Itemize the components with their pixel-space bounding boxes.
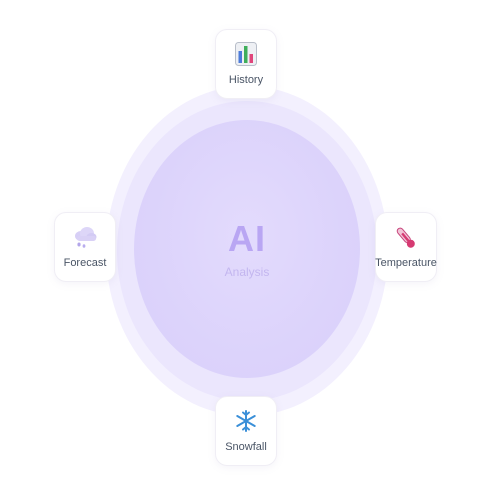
snowfall-label: Snowfall xyxy=(225,441,267,453)
history-label: History xyxy=(228,74,264,86)
forecast-label: Forecast xyxy=(63,257,107,269)
forecast-card[interactable]: Forecast xyxy=(54,212,116,282)
snowflake-icon xyxy=(216,409,276,435)
cloud-rain-icon xyxy=(55,225,115,251)
snowfall-card[interactable]: Snowfall xyxy=(215,396,277,466)
temperature-label: Temperature xyxy=(375,257,437,269)
core-title: AI xyxy=(228,218,266,259)
core-subtitle: Analysis xyxy=(224,265,270,279)
bar-chart-icon xyxy=(216,42,276,68)
history-card[interactable]: History xyxy=(215,29,277,99)
ai-analysis-core: AI Analysis xyxy=(134,120,360,378)
thermometer-icon xyxy=(376,225,436,251)
temperature-card[interactable]: Temperature xyxy=(375,212,437,282)
